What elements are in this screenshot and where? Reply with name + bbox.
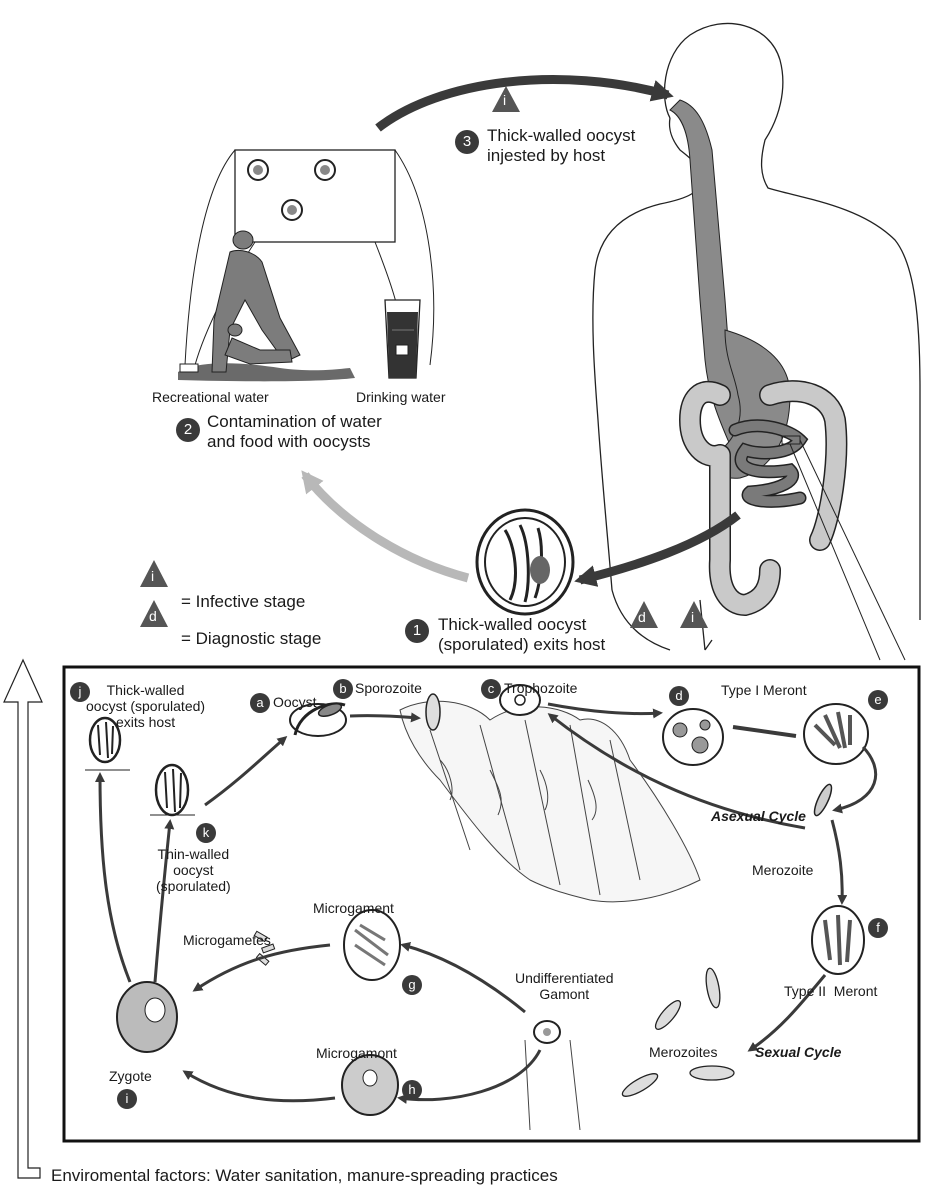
stage-g-badge: g <box>402 975 422 995</box>
drinking-water-label: Drinking water <box>356 389 445 405</box>
oocyst-large <box>477 510 573 614</box>
legend-diagnostic-label: = Diagnostic stage <box>181 629 321 649</box>
cell-b <box>426 694 440 730</box>
microgamont-label: Microgamont <box>316 1045 397 1061</box>
stage-i-badge: i <box>117 1089 137 1109</box>
stage-a-badge: a <box>250 693 270 713</box>
microgament-label: Microgament <box>313 900 394 916</box>
cell-h <box>342 1055 398 1115</box>
zygote-label: Zygote <box>109 1068 152 1084</box>
merozoites-label: Merozoites <box>649 1044 717 1060</box>
cell-f <box>812 906 864 974</box>
stage-h-badge: h <box>402 1080 422 1100</box>
stage-d-badge: d <box>669 686 689 706</box>
stage-e-badge: e <box>868 690 888 710</box>
arrow-to-host <box>378 80 668 128</box>
undifferentiated-gamont-label: Undifferentiated Gamont <box>515 970 614 1002</box>
step-1-diagnostic-letter: d <box>638 609 646 625</box>
stage-f-badge: f <box>868 918 888 938</box>
cell-g <box>344 910 400 980</box>
stage-j-label: Thick-walled oocyst (sporulated) exits h… <box>86 682 205 730</box>
microgametes-label: Microgametes <box>183 932 271 948</box>
legend-infective-letter: i <box>151 568 154 584</box>
stage-b-label: Sporozoite <box>355 680 422 696</box>
type-2-meront-label: Type II Meront <box>784 983 877 999</box>
digestive-tract <box>670 100 836 605</box>
cell-d <box>663 709 723 765</box>
environmental-arrow <box>4 660 42 1178</box>
recreational-water-label: Recreational water <box>152 389 269 405</box>
step-1-label: Thick-walled oocyst (sporulated) exits h… <box>438 615 605 654</box>
drinking-glass <box>385 300 420 378</box>
asexual-cycle-label: Asexual Cycle <box>711 808 806 824</box>
cell-e <box>804 704 868 764</box>
sexual-cycle-label: Sexual Cycle <box>755 1044 841 1060</box>
step-2-badge: 2 <box>176 418 200 442</box>
step-3-badge: 3 <box>455 130 479 154</box>
stage-k-badge: k <box>196 823 216 843</box>
stage-a-label: Oocyst <box>273 694 317 710</box>
stage-b-badge: b <box>333 679 353 699</box>
environmental-factors-label: Enviromental factors: Water sanitation, … <box>51 1166 558 1186</box>
stage-k-label: Thin-walled oocyst (sporulated) <box>156 846 231 894</box>
type-1-meront-label: Type I Meront <box>721 682 807 698</box>
merozoite-label: Merozoite <box>752 862 813 878</box>
legend-diagnostic-letter: d <box>149 608 157 624</box>
step-3-label: Thick-walled oocyst injested by host <box>487 126 635 165</box>
step-2-label: Contamination of water and food with ooc… <box>207 412 382 451</box>
stage-c-badge: c <box>481 679 501 699</box>
step-1-badge: 1 <box>405 619 429 643</box>
step-3-infective-letter: i <box>503 92 506 108</box>
water-scene <box>178 150 434 381</box>
step-1-infective-letter: i <box>691 609 694 625</box>
arrow-to-contamination <box>305 475 468 578</box>
human-figure <box>593 23 920 650</box>
legend-infective-label: = Infective stage <box>181 592 305 612</box>
cell-zygote <box>117 982 177 1052</box>
stage-c-label: Trophozoite <box>504 680 577 696</box>
